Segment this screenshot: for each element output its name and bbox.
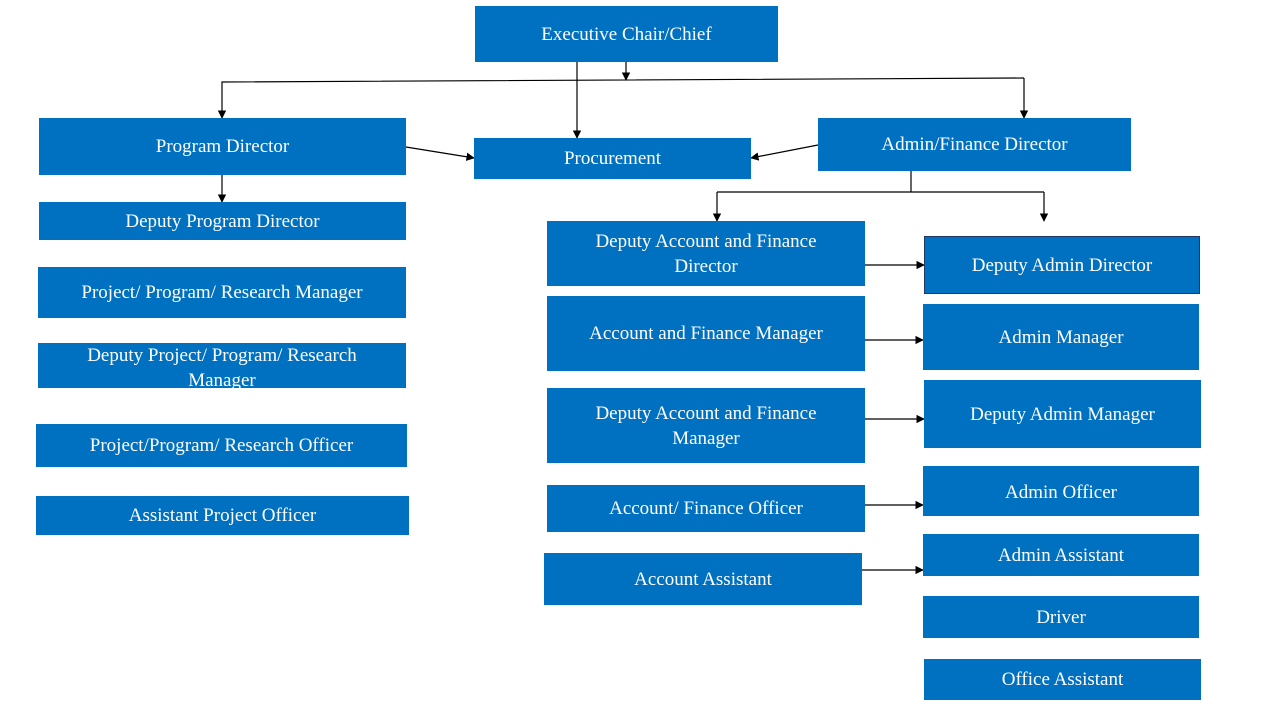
admin-track-box: Admin Officer [923, 466, 1199, 516]
admin-track-label: Admin Officer [1004, 482, 1118, 503]
program-director-box: Program Director [39, 118, 406, 175]
admin-track-label: Admin Assistant [997, 544, 1125, 566]
finance-track-box: Deputy Account and Finance Director [547, 221, 865, 286]
procurement-label: Procurement [563, 148, 662, 169]
finance-track-box: Account Assistant [544, 553, 862, 605]
program-track-box: Deputy Program Director [39, 202, 406, 240]
admin-track-box: Deputy Admin Director [924, 236, 1200, 294]
executive-box: Executive Chair/Chief [475, 6, 778, 62]
program-track-label: Assistant Project Officer [128, 505, 317, 526]
admin-track-label: Deputy Admin Manager [970, 403, 1155, 425]
admin-track-label: Admin Manager [998, 326, 1124, 348]
admin-track-box: Driver [923, 596, 1199, 638]
finance-track-label: Account Assistant [634, 568, 772, 590]
finance-track-box: Account and Finance Manager [547, 296, 865, 371]
admin-finance-director-label: Admin/Finance Director [881, 134, 1068, 155]
program-track-box: Project/Program/ Research Officer [36, 424, 407, 467]
connector-exec-left [217, 77, 1025, 119]
admin-track-box: Admin Assistant [923, 534, 1199, 576]
admin-track-label: Office Assistant [1001, 669, 1124, 690]
admin-finance-director-box: Admin/Finance Director [818, 118, 1131, 171]
finance-track-label: Account and Finance Manager [589, 323, 823, 344]
admin-track-label: Deputy Admin Director [971, 254, 1153, 276]
program-track-label: Deputy Project/ Program/ Research Manage… [87, 345, 357, 388]
admin-track-box: Office Assistant [924, 659, 1201, 700]
program-track-box: Assistant Project Officer [36, 496, 409, 535]
finance-track-box: Account/ Finance Officer [547, 485, 865, 532]
finance-track-box: Deputy Account and Finance Manager [547, 388, 865, 463]
connector-program-procurement [405, 146, 475, 161]
connector-admin-procurement [750, 144, 819, 161]
admin-track-box: Admin Manager [923, 304, 1199, 370]
finance-track-label: Deputy Account and Finance Manager [595, 402, 817, 449]
finance-track-label: Account/ Finance Officer [609, 498, 803, 519]
program-track-label: Deputy Program Director [125, 210, 320, 232]
program-track-label: Project/ Program/ Research Manager [81, 282, 363, 303]
program-track-label: Project/Program/ Research Officer [89, 435, 354, 456]
executive-label: Executive Chair/Chief [541, 23, 712, 45]
procurement-box: Procurement [474, 138, 751, 179]
program-track-box: Deputy Project/ Program/ Research Manage… [38, 343, 406, 388]
connector-admin-split [717, 171, 1044, 193]
admin-track-box: Deputy Admin Manager [924, 380, 1201, 448]
finance-track-label: Deputy Account and Finance Director [595, 230, 817, 277]
program-director-label: Program Director [155, 136, 290, 157]
admin-track-label: Driver [1036, 606, 1086, 628]
program-track-box: Project/ Program/ Research Manager [38, 267, 406, 318]
